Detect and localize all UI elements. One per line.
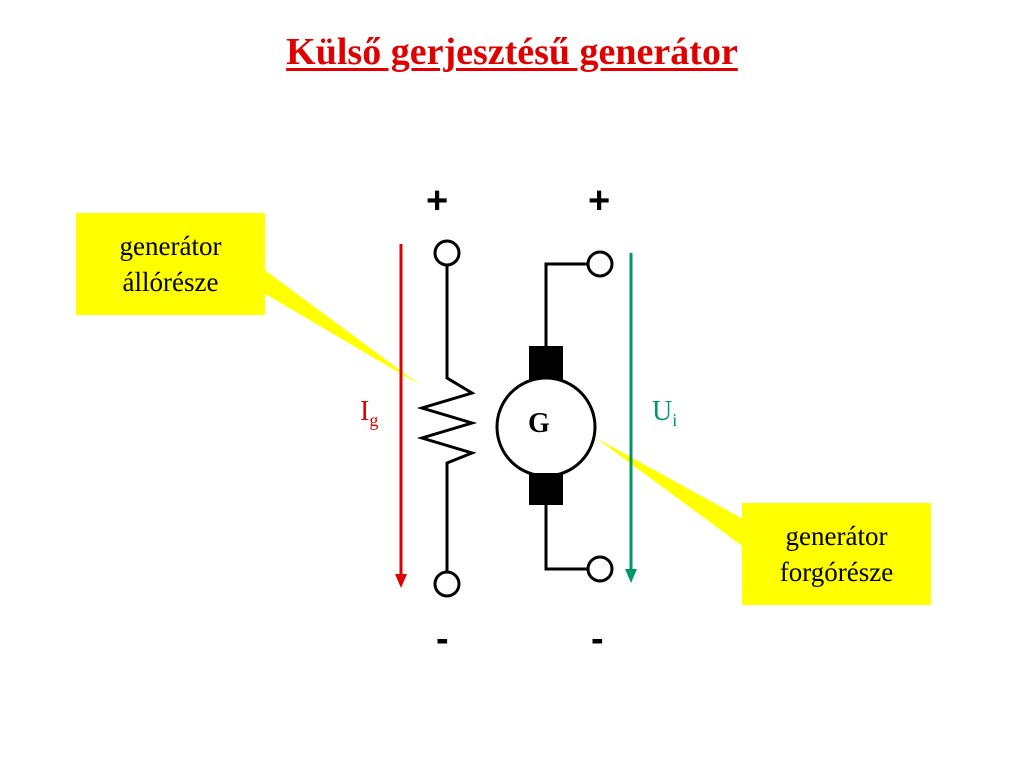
- stator-callout-line1: generátor: [119, 231, 222, 261]
- current-arrow-head: [395, 574, 407, 588]
- rotor-callout: generátor forgórésze: [742, 503, 931, 605]
- stator-callout: generátor állórésze: [76, 213, 265, 315]
- rotor-callout-line2: forgórésze: [779, 557, 894, 587]
- right-plus-sign: +: [588, 180, 611, 222]
- page-title: Külső gerjesztésű generátor: [286, 31, 738, 73]
- top-brush: [529, 346, 563, 380]
- left-minus-sign: -: [436, 618, 449, 660]
- stator-callout-line2: állórésze: [122, 267, 219, 297]
- voltage-arrow-head: [625, 569, 637, 583]
- right-top-terminal: [586, 250, 614, 278]
- induced-voltage-label: Ui: [652, 396, 677, 431]
- right-wire-bottom: [544, 505, 588, 571]
- rotor-callout-pointer: [596, 438, 745, 548]
- right-bottom-terminal: [586, 555, 614, 583]
- generator-letter: G: [528, 408, 550, 439]
- current-symbol: I: [360, 396, 370, 427]
- left-plus-sign: +: [426, 180, 449, 222]
- right-wire-top: [544, 262, 588, 346]
- rotor-callout-line1: generátor: [785, 521, 888, 551]
- left-top-terminal: [433, 239, 461, 267]
- stator-callout-pointer: [262, 268, 420, 385]
- voltage-subscript: i: [672, 410, 678, 430]
- field-winding-resistor: [416, 370, 478, 470]
- right-minus-sign: -: [591, 618, 604, 660]
- excitation-current-label: Ig: [360, 396, 378, 431]
- left-bottom-terminal: [433, 570, 461, 598]
- voltage-symbol: U: [652, 396, 673, 427]
- bottom-brush: [529, 473, 563, 505]
- current-subscript: g: [369, 410, 379, 430]
